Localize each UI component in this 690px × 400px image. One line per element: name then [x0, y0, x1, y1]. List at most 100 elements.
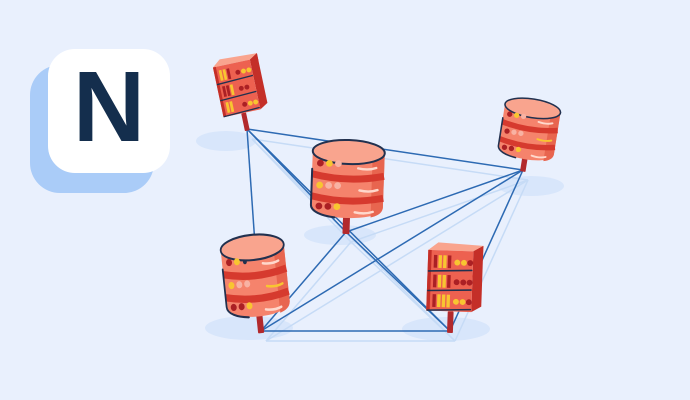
db-leg	[342, 213, 351, 235]
shadow-center	[304, 225, 376, 245]
indicator-bar	[229, 101, 235, 113]
indicator-dot	[504, 128, 510, 134]
indicator-dot	[235, 69, 241, 75]
server-side-panel	[249, 53, 268, 110]
indicator-bar	[442, 255, 447, 269]
highlight-dash	[530, 154, 547, 159]
indicator-bar	[438, 255, 443, 268]
node-server-bottom-right	[426, 242, 484, 334]
node-shadows	[196, 131, 564, 341]
indicator-dot	[238, 303, 245, 311]
db-top	[311, 138, 386, 166]
indicator-dot	[518, 130, 524, 136]
indicator-bar	[225, 101, 231, 113]
node-db-top-right	[497, 97, 562, 172]
highlight-dash	[261, 259, 280, 265]
node-server-top-left	[212, 53, 268, 131]
indicator-dot	[466, 279, 473, 286]
indicator-dot	[241, 68, 246, 74]
indicator-dot	[459, 299, 466, 305]
indicator-dot	[242, 101, 248, 107]
highlight-dash	[353, 210, 374, 215]
db-band	[225, 287, 290, 303]
indicator-dot	[333, 203, 341, 211]
indicator-dot	[247, 100, 253, 106]
connection-line	[251, 138, 529, 181]
network-lines	[246, 128, 529, 342]
logo: N	[30, 49, 170, 193]
logo-card: N	[48, 49, 170, 173]
indicator-bar	[432, 274, 437, 288]
indicator-bar	[446, 275, 451, 288]
indicator-dot	[244, 84, 250, 90]
server-divider	[427, 269, 473, 272]
server-side-panel	[471, 245, 484, 313]
highlight-dash	[264, 305, 283, 311]
connection-line	[454, 179, 529, 342]
server-top-flap	[249, 53, 259, 62]
indicator-dot	[244, 280, 251, 288]
indicator-dot	[501, 144, 508, 150]
shadow-top-right	[498, 176, 564, 196]
indicator-dot	[226, 259, 233, 267]
db-top	[504, 97, 562, 120]
db-band	[311, 170, 385, 183]
connection-line	[265, 179, 529, 342]
connection-line	[260, 169, 524, 332]
indicator-dot	[246, 302, 253, 310]
indicator-dot	[514, 112, 520, 118]
indicator-dot	[242, 259, 247, 265]
db-band	[222, 264, 288, 280]
connection-line	[350, 241, 456, 342]
shadow-top-left	[196, 131, 256, 151]
db-outline	[221, 268, 250, 319]
server-leg	[241, 112, 250, 131]
indicator-bar	[225, 85, 231, 97]
indicator-bar	[226, 68, 232, 80]
server-leg	[447, 311, 454, 334]
highlight-dash	[357, 166, 378, 171]
indicator-dot	[316, 181, 324, 189]
indicator-dot	[233, 258, 240, 266]
indicator-dot	[520, 113, 527, 120]
indicator-dot	[453, 279, 460, 286]
indicator-dot	[334, 182, 342, 190]
indicator-dot	[465, 299, 472, 306]
indicator-dot	[467, 260, 474, 267]
indicator-dot	[325, 181, 333, 189]
indicator-bar	[222, 85, 227, 97]
indicator-bar	[433, 254, 438, 268]
db-band	[498, 136, 556, 151]
node-db-center	[309, 138, 386, 235]
db-outline	[309, 167, 336, 219]
connection-line	[265, 241, 352, 342]
server-divider	[427, 289, 472, 292]
indicator-bar	[222, 69, 228, 81]
server-divider	[220, 90, 257, 102]
highlight-dash	[358, 188, 379, 193]
server-divider	[426, 308, 472, 311]
indicator-bar	[441, 294, 446, 308]
indicator-dot	[334, 160, 342, 168]
indicator-dot	[460, 279, 467, 286]
indicator-bar	[437, 274, 442, 288]
logo-letter: N	[72, 51, 146, 163]
indicator-bar	[229, 84, 235, 96]
server-divider	[216, 74, 254, 86]
indicator-dot	[236, 281, 243, 289]
server-top-panel	[212, 53, 257, 68]
indicator-bar	[436, 294, 441, 308]
indicator-dot	[515, 146, 521, 153]
indicator-bar	[432, 294, 436, 307]
indicator-dot	[228, 281, 235, 290]
indicator-bar	[447, 255, 452, 269]
indicator-dot	[454, 259, 461, 266]
indicator-dot	[507, 111, 513, 117]
indicator-dot	[315, 202, 323, 210]
indicator-dot	[511, 129, 517, 135]
server-top-panel	[428, 242, 484, 252]
server-divider	[223, 106, 260, 118]
shadow-bottom-right	[402, 317, 490, 341]
indicator-dot	[246, 67, 252, 73]
connection-line	[260, 231, 347, 332]
